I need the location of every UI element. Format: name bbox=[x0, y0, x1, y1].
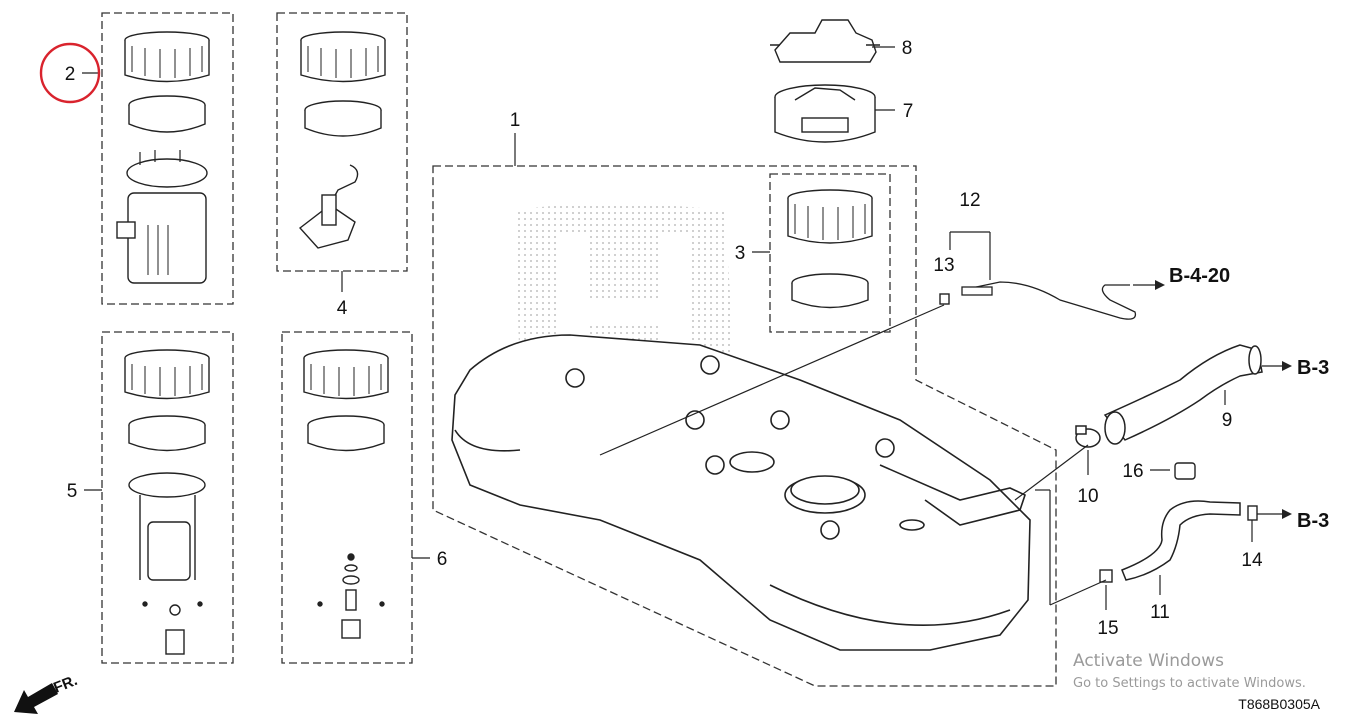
callout-9: 9 bbox=[1222, 410, 1233, 431]
fuel-pump-kit-6[interactable] bbox=[303, 349, 389, 639]
callout-labels: 1 2 3 4 5 6 7 8 9 10 11 12 13 14 15 16 bbox=[65, 38, 1263, 639]
callout-11: 11 bbox=[1150, 602, 1170, 623]
arrowheads bbox=[1155, 280, 1292, 519]
clip-13[interactable] bbox=[939, 293, 950, 305]
kit-box-4 bbox=[276, 12, 408, 272]
callout-8: 8 bbox=[902, 38, 913, 59]
kit-box-3 bbox=[769, 173, 891, 333]
leader-lines bbox=[82, 46, 1285, 610]
fuel-gauge-sender-kit-4[interactable] bbox=[298, 31, 386, 249]
callout-13: 13 bbox=[933, 255, 954, 276]
callout-5: 5 bbox=[67, 481, 78, 502]
reference-filler-neck[interactable]: B-3 bbox=[1297, 357, 1329, 379]
fuel-pump-kit-5[interactable] bbox=[124, 349, 210, 655]
grommet-16[interactable] bbox=[1174, 462, 1196, 480]
front-direction-indicator: FR. bbox=[14, 672, 80, 714]
kit-box-5 bbox=[101, 331, 234, 664]
callout-4: 4 bbox=[337, 298, 348, 319]
callout-14: 14 bbox=[1241, 550, 1263, 571]
diagram-part-code: T868B0305A bbox=[1238, 696, 1320, 712]
front-label: FR. bbox=[51, 672, 80, 697]
callout-16: 16 bbox=[1122, 461, 1143, 482]
tank-assembly-box bbox=[432, 165, 1057, 687]
clip-15[interactable] bbox=[1099, 569, 1113, 583]
highlight-circle bbox=[39, 42, 101, 104]
callout-1: 1 bbox=[510, 110, 521, 131]
clip-14[interactable] bbox=[1247, 505, 1258, 521]
callout-2: 2 bbox=[65, 64, 76, 85]
fuel-pump-module-kit-2[interactable] bbox=[116, 31, 210, 284]
fuel-line-12[interactable] bbox=[961, 281, 1137, 320]
activate-windows-title: Activate Windows bbox=[1073, 651, 1224, 671]
retaining-ring-7[interactable] bbox=[774, 84, 876, 143]
kit-box-6 bbox=[281, 331, 413, 664]
front-arrow-icon bbox=[14, 683, 58, 714]
callout-7: 7 bbox=[903, 101, 914, 122]
filler-hose-9[interactable] bbox=[1103, 344, 1263, 445]
callout-12: 12 bbox=[959, 190, 980, 211]
reference-fuel-line[interactable]: B-4-20 bbox=[1169, 265, 1230, 287]
fuel-tank-1[interactable] bbox=[451, 334, 1031, 651]
activate-windows-subtitle: Go to Settings to activate Windows. bbox=[1073, 676, 1306, 691]
hose-clamp-10[interactable] bbox=[1075, 425, 1101, 448]
callout-10: 10 bbox=[1077, 486, 1098, 507]
kit-box-2 bbox=[101, 12, 234, 305]
callout-3: 3 bbox=[735, 243, 746, 264]
reference-breather-tube[interactable]: B-3 bbox=[1297, 510, 1329, 532]
callout-15: 15 bbox=[1097, 618, 1118, 639]
callout-6: 6 bbox=[437, 549, 448, 570]
lock-nut-and-gasket-kit-3[interactable] bbox=[787, 189, 873, 309]
breather-tube-11[interactable] bbox=[1121, 500, 1241, 581]
retaining-cover-8[interactable] bbox=[770, 19, 880, 63]
